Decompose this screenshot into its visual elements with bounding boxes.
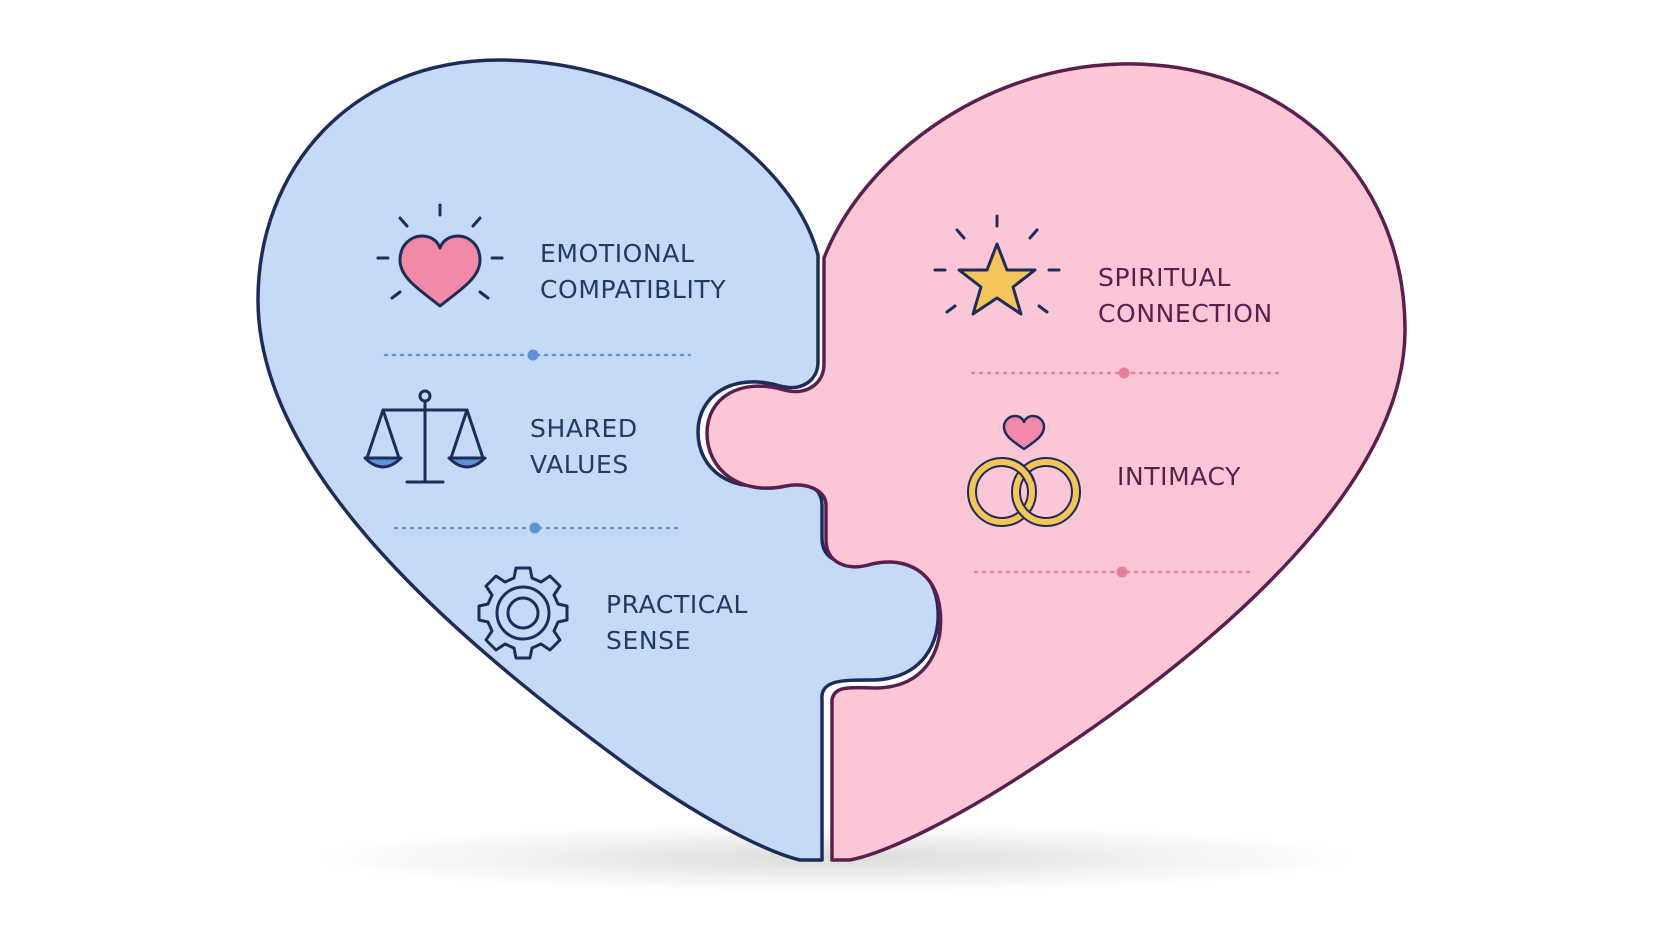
practical-sense-line1: PRACTICAL bbox=[606, 590, 748, 619]
emotional-label-line1: EMOTIONAL bbox=[540, 239, 695, 268]
spiritual-connection-item: SPIRITUAL CONNECTION bbox=[933, 214, 1273, 328]
gear-icon bbox=[477, 566, 569, 660]
rings-icon bbox=[967, 414, 1081, 527]
star-icon bbox=[933, 214, 1061, 316]
right-divider-2 bbox=[973, 566, 1254, 578]
spiritual-line2: CONNECTION bbox=[1098, 299, 1273, 328]
shared-values-line1: SHARED bbox=[530, 414, 638, 443]
practical-sense-line2: SENSE bbox=[606, 626, 691, 655]
intimacy-label: INTIMACY bbox=[1117, 462, 1241, 491]
left-divider-1 bbox=[383, 349, 692, 361]
shared-values-line2: VALUES bbox=[530, 450, 629, 479]
small-heart-icon bbox=[1002, 414, 1046, 451]
left-divider-2 bbox=[393, 522, 682, 534]
spiritual-line1: SPIRITUAL bbox=[1098, 263, 1231, 292]
scales-icon bbox=[363, 389, 487, 484]
heart-icon bbox=[376, 203, 504, 308]
right-divider-1 bbox=[970, 367, 1282, 379]
practical-sense-item: PRACTICAL SENSE bbox=[477, 566, 748, 660]
emotional-compatibility-item: EMOTIONAL COMPATIBLITY bbox=[376, 203, 726, 308]
shared-values-item: SHARED VALUES bbox=[363, 389, 638, 484]
intimacy-item: INTIMACY bbox=[967, 414, 1241, 527]
emotional-label-line2: COMPATIBLITY bbox=[540, 275, 726, 304]
